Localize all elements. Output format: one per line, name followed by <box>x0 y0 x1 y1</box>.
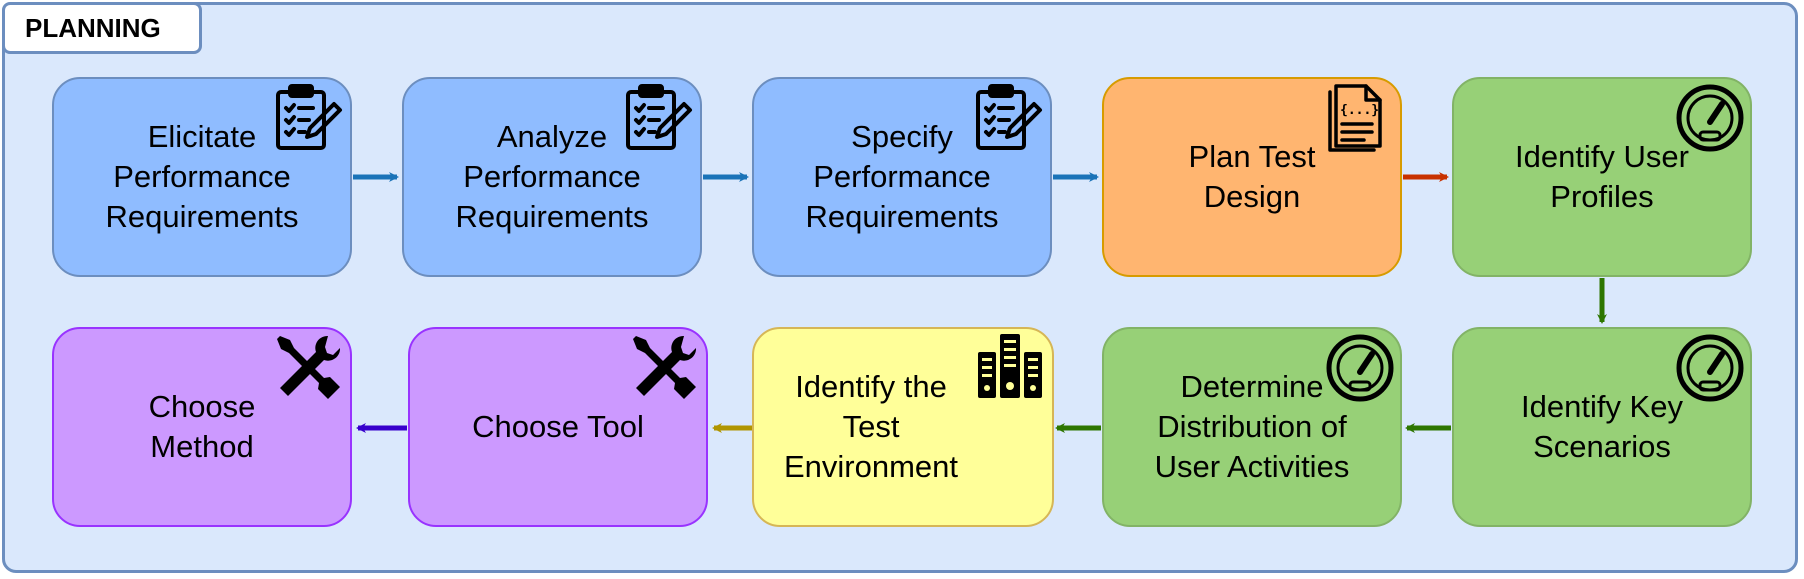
node-label: Specify Performance Requirements <box>805 119 999 234</box>
tools-icon <box>633 335 697 399</box>
tools-icon <box>277 335 341 399</box>
node-identify-user-profiles: Identify User Profiles <box>1452 77 1752 277</box>
node-label: Determine Distribution of User Activitie… <box>1154 369 1350 484</box>
node-identify-key-scenarios: Identify Key Scenarios <box>1452 327 1752 527</box>
node-identify-test-environment: Identify the Test Environment <box>752 327 1054 527</box>
node-specify: Specify Performance Requirements <box>752 77 1052 277</box>
node-label: Identify User Profiles <box>1514 139 1689 214</box>
node-label: Plan Test Design <box>1188 139 1316 214</box>
node-plan-test-design: Plan Test Design <box>1102 77 1402 277</box>
node-determine-distribution: Determine Distribution of User Activitie… <box>1102 327 1402 527</box>
container-title: PLANNING <box>2 2 202 54</box>
node-label: Elicitate Performance Requirements <box>105 119 299 234</box>
speedometer-icon <box>1676 334 1744 402</box>
node-analyze: Analyze Performance Requirements <box>402 77 702 277</box>
clipboard-pen-icon <box>276 84 342 150</box>
clipboard-pen-icon <box>626 84 692 150</box>
node-label: Identify the Test Environment <box>784 369 959 484</box>
node-label: Identify Key Scenarios <box>1521 389 1683 464</box>
node-label: Choose Method <box>148 389 256 464</box>
server-rack-icon <box>978 334 1042 398</box>
node-label: Analyze Performance Requirements <box>455 119 649 234</box>
svg-text:{...}: {...} <box>1340 103 1379 118</box>
code-document-icon: {...} <box>1328 84 1382 152</box>
node-elicitate: Elicitate Performance Requirements <box>52 77 352 277</box>
clipboard-pen-icon <box>976 84 1042 150</box>
speedometer-icon <box>1676 84 1744 152</box>
speedometer-icon <box>1326 334 1394 402</box>
node-label: Choose Tool <box>472 409 644 444</box>
